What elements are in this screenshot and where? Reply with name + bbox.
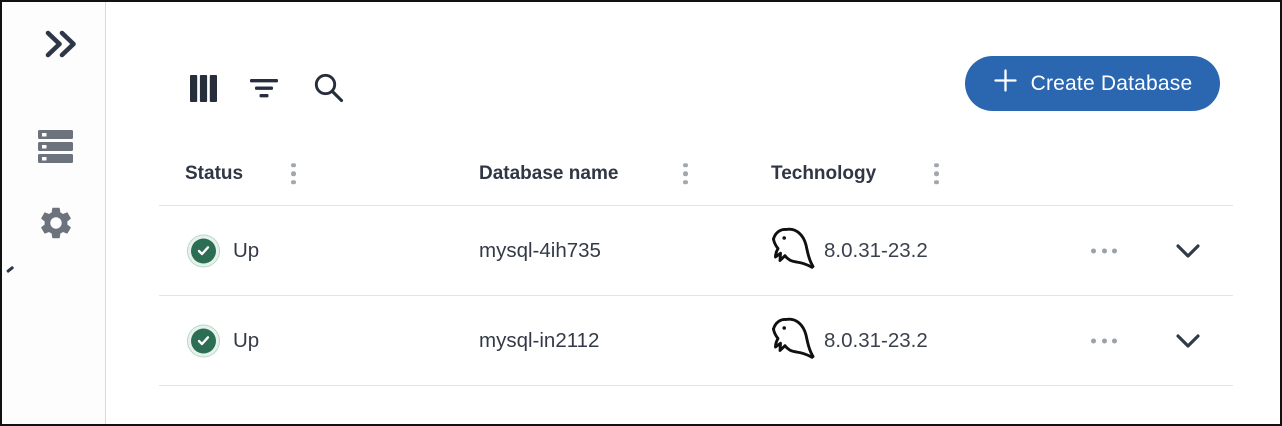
status-up-badge xyxy=(187,324,220,357)
kebab-vertical-icon xyxy=(683,162,688,168)
mysql-dolphin-icon xyxy=(769,316,815,365)
table-header-row: Status Database name Technology xyxy=(159,142,1233,206)
chevron-down-icon xyxy=(1175,333,1201,352)
search-icon xyxy=(313,73,344,106)
create-database-label: Create Database xyxy=(1030,71,1193,95)
status-up-badge xyxy=(187,234,220,267)
sidebar-item-settings[interactable] xyxy=(37,204,75,242)
row-expand-button[interactable] xyxy=(1171,328,1205,353)
column-header-database-name: Database name xyxy=(479,162,619,184)
database-name-column-menu-button[interactable] xyxy=(679,159,692,189)
ellipsis-icon xyxy=(1091,248,1096,253)
column-header-status: Status xyxy=(185,162,244,184)
filter-icon xyxy=(250,79,278,101)
table-row: Up mysql-4ih735 8.0.31-23.2 xyxy=(159,206,1233,296)
double-chevron-right-icon xyxy=(44,30,78,62)
row-actions-menu-button[interactable] xyxy=(1085,242,1123,259)
check-circle-icon xyxy=(191,238,216,263)
status-column-menu-button[interactable] xyxy=(287,159,300,189)
gear-icon xyxy=(37,207,75,245)
server-list-icon xyxy=(38,130,74,167)
column-header-technology: Technology xyxy=(771,162,877,184)
ellipsis-icon xyxy=(1091,338,1096,343)
check-circle-icon xyxy=(191,328,216,353)
technology-version-text: 8.0.31-23.2 xyxy=(824,238,928,262)
mysql-dolphin-icon xyxy=(769,226,815,275)
status-text: Up xyxy=(233,328,260,352)
chevron-down-icon xyxy=(1175,243,1201,262)
columns-icon xyxy=(190,75,217,105)
database-name-text: mysql-in2112 xyxy=(479,328,600,352)
plus-icon xyxy=(993,68,1018,99)
search-button[interactable] xyxy=(313,72,344,103)
row-expand-button[interactable] xyxy=(1171,238,1205,263)
main-content: Create Database Status Database name Tec… xyxy=(107,2,1280,424)
create-database-button[interactable]: Create Database xyxy=(965,56,1220,111)
columns-button[interactable] xyxy=(190,75,217,102)
sidebar-expand-button[interactable] xyxy=(44,29,78,59)
filter-button[interactable] xyxy=(250,79,278,98)
table-row: Up mysql-in2112 8.0.31-23.2 xyxy=(159,296,1233,386)
technology-version-text: 8.0.31-23.2 xyxy=(824,328,928,352)
sidebar-item-databases[interactable] xyxy=(38,130,74,164)
stray-mark xyxy=(6,265,14,273)
kebab-vertical-icon xyxy=(291,162,296,168)
kebab-vertical-icon xyxy=(934,162,939,168)
database-name-text: mysql-4ih735 xyxy=(479,238,601,262)
row-actions-menu-button[interactable] xyxy=(1085,332,1123,349)
databases-table: Status Database name Technology xyxy=(159,142,1233,386)
status-text: Up xyxy=(233,238,260,262)
technology-column-menu-button[interactable] xyxy=(930,159,943,189)
sidebar xyxy=(2,2,106,424)
